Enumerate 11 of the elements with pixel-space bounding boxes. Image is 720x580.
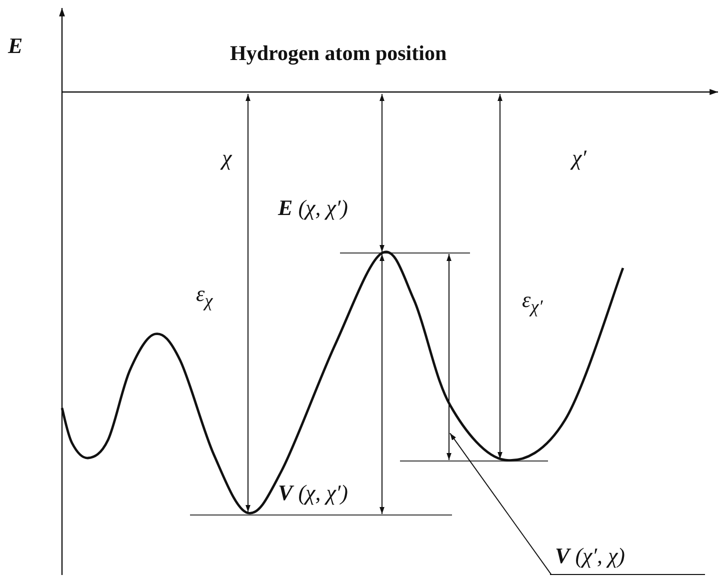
math-label: V (χ′, χ): [550, 544, 705, 576]
math-label: χ′: [572, 146, 586, 170]
leader-line: [450, 432, 552, 575]
dimension-line: [446, 254, 452, 460]
axis-title: Hydrogen atom position: [230, 42, 447, 66]
math-label: E (χ, χ′): [278, 196, 348, 220]
math-label: χ: [222, 146, 232, 170]
axis-label: E: [8, 34, 23, 58]
math-label: ε$_{χ}$: [196, 282, 213, 311]
math-label: V (χ, χ′): [278, 481, 348, 506]
math-label: ε$_{χ′}$: [522, 288, 543, 317]
